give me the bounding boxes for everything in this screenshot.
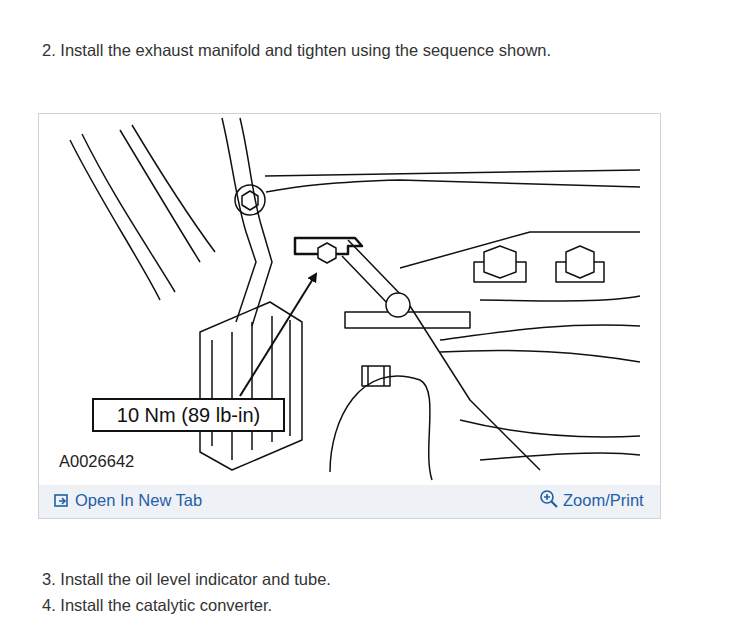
toolbar-link: Zoom/Print bbox=[563, 491, 644, 510]
drawing-stroke bbox=[383, 366, 385, 386]
toolbar-link: Open In New Tab bbox=[75, 491, 202, 510]
drawing-stroke bbox=[266, 180, 640, 192]
drawing-stroke bbox=[345, 312, 470, 328]
drawing-stroke bbox=[460, 420, 640, 437]
drawing-stroke bbox=[231, 332, 233, 460]
step-text: 4. Install the catalytic converter. bbox=[42, 596, 272, 615]
drawing-stroke bbox=[551, 501, 557, 507]
drawing-stroke bbox=[240, 274, 316, 396]
drawing-stroke bbox=[59, 498, 65, 504]
drawing-stroke bbox=[330, 376, 432, 480]
torque-value: 10 Nm (89 lb-in) bbox=[117, 403, 260, 427]
drawing-stroke bbox=[265, 170, 640, 176]
line-art bbox=[70, 118, 640, 480]
drawing-stroke bbox=[222, 118, 256, 322]
drawing-stroke bbox=[362, 366, 390, 386]
step-text: 2. Install the exhaust manifold and tigh… bbox=[42, 41, 551, 60]
figure-id: A0026642 bbox=[57, 452, 136, 471]
drawing-stroke bbox=[235, 185, 265, 215]
drawing-stroke bbox=[242, 191, 258, 210]
drawing-stroke bbox=[367, 366, 369, 386]
drawing-stroke bbox=[544, 494, 550, 500]
step-text: 3. Install the oil level indicator and t… bbox=[42, 570, 331, 589]
drawing-stroke bbox=[440, 325, 640, 340]
drawing-stroke bbox=[480, 453, 640, 460]
drawing-stroke bbox=[480, 296, 640, 301]
drawing-stroke bbox=[386, 293, 410, 317]
drawing-stroke bbox=[82, 134, 175, 292]
drawing-stroke bbox=[70, 140, 160, 300]
drawing-stroke bbox=[132, 125, 215, 252]
drawing-stroke bbox=[566, 246, 594, 278]
drawing-stroke bbox=[55, 495, 67, 506]
drawing-stroke bbox=[240, 118, 272, 326]
drawing-stroke bbox=[120, 130, 200, 262]
drawing-stroke bbox=[484, 246, 516, 278]
drawing-stroke bbox=[440, 350, 640, 362]
drawing-stroke bbox=[289, 320, 291, 436]
drawing-stroke bbox=[200, 302, 302, 470]
drawing-stroke bbox=[318, 243, 336, 263]
torque-callout-box: 10 Nm (89 lb-in) bbox=[92, 398, 285, 432]
